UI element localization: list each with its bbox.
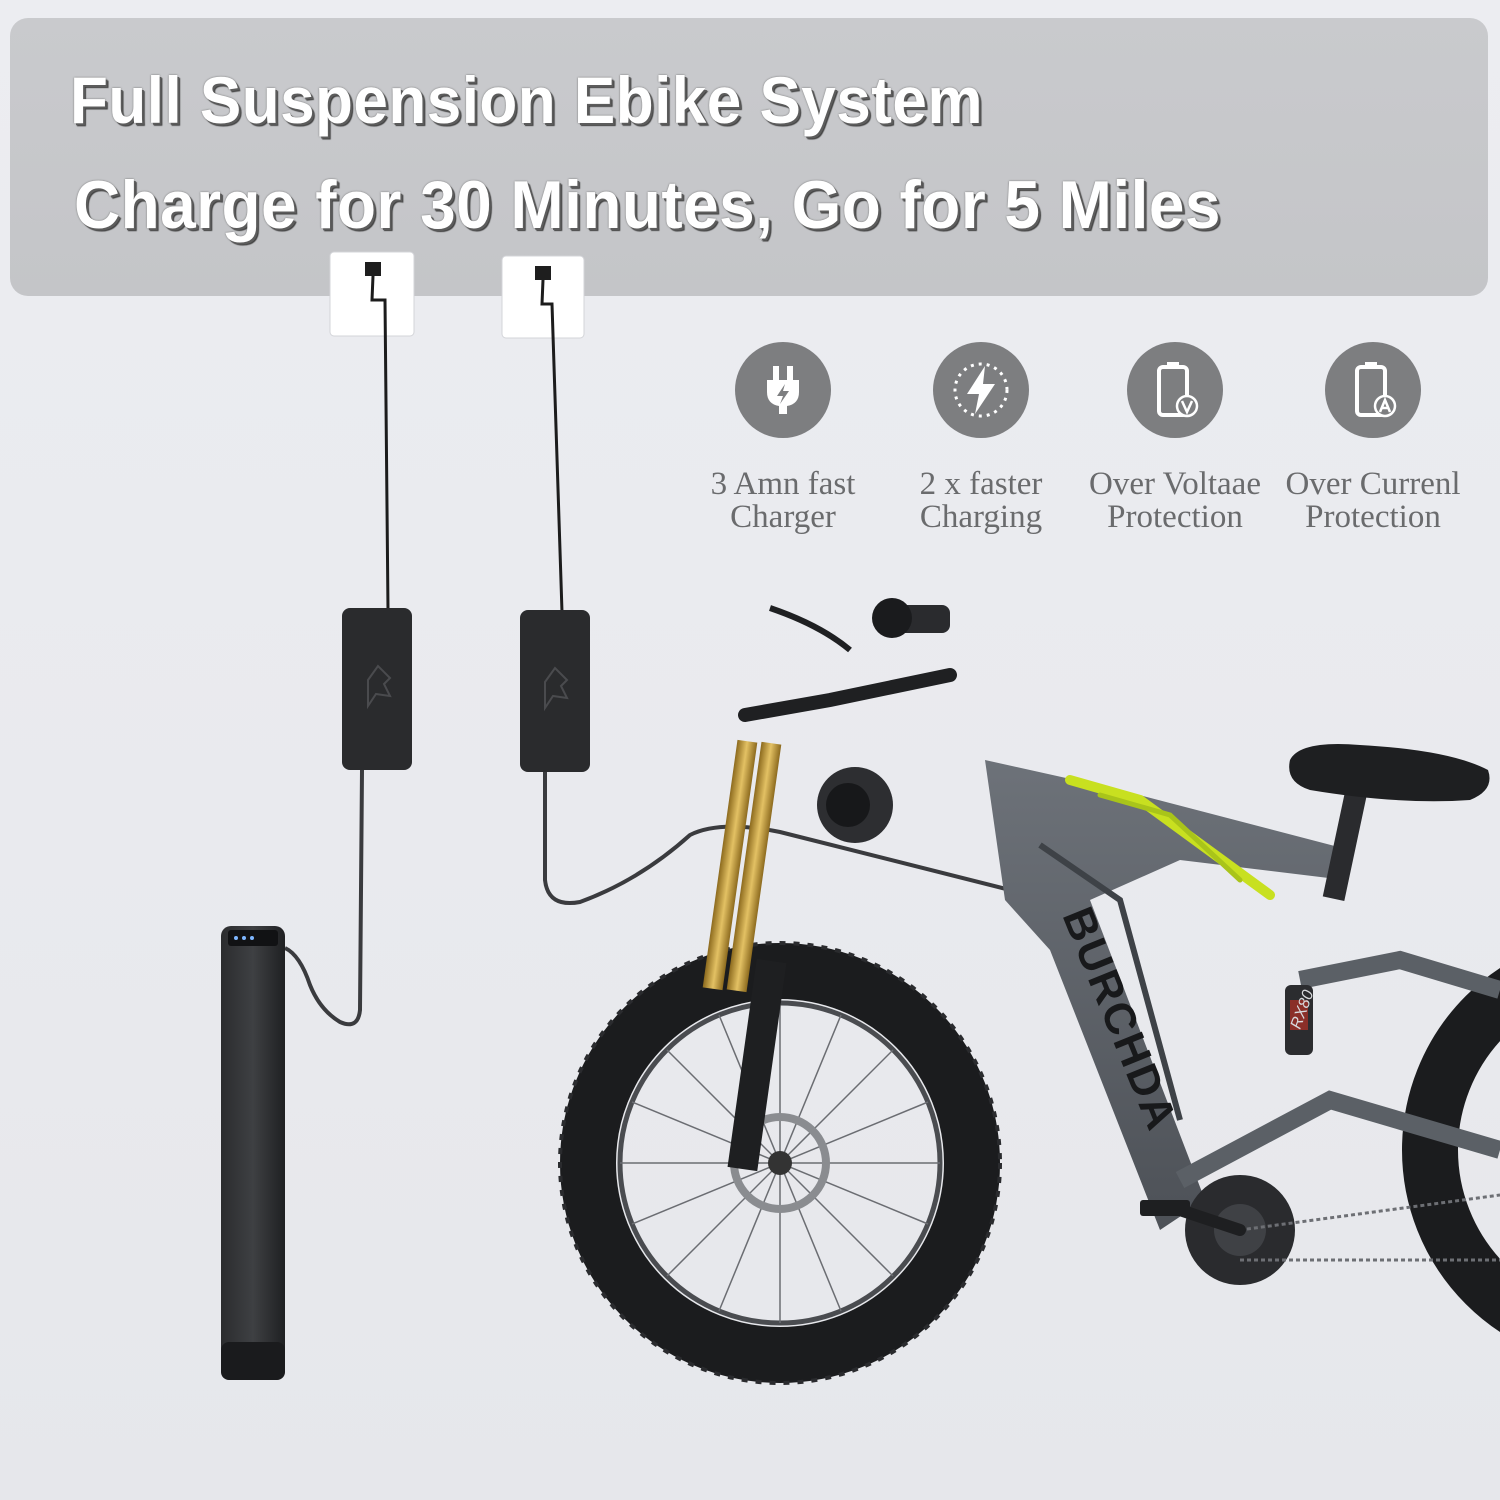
dc-cable-to-battery [284, 769, 364, 1027]
feature-label: Over Currenl Protection [1285, 466, 1461, 535]
plug-icon [735, 342, 831, 438]
battery-current-icon [1325, 342, 1421, 438]
headline-system: Full Suspension Ebike System [70, 63, 983, 137]
front-fork-left [702, 739, 758, 991]
feature-over-voltage: Over Voltaae Protection [1070, 342, 1280, 534]
ac-cord-left [370, 275, 390, 611]
headline-charge-claim: Charge for 30 Minutes, Go for 5 Miles [74, 167, 1221, 243]
front-fork-right [726, 741, 782, 993]
feature-fast-charger: 3 Amn fast Charger [678, 342, 888, 534]
charger-brick-right [520, 610, 590, 772]
battery-pack [221, 926, 285, 1380]
dc-cable-to-bike [543, 772, 1011, 905]
saddle [1289, 744, 1490, 802]
rear-tire [1402, 968, 1500, 1332]
ac-cord-right [540, 279, 564, 613]
bike-frame [985, 760, 1350, 1230]
feature-faster-charging: 2 x faster Charging [876, 342, 1086, 534]
feature-label: Over Voltaae Protection [1089, 466, 1261, 535]
feature-list: 3 Amn fast Charger 2 x faster Charging O… [0, 0, 1500, 600]
feature-label: 3 Amn fast Charger [710, 466, 856, 535]
battery-voltage-icon [1127, 342, 1223, 438]
lightning-charging-icon [933, 342, 1029, 438]
feature-label: 2 x faster Charging [919, 466, 1043, 535]
charger-brick-left [342, 608, 412, 770]
ebike: BURCHDA RX80 [558, 598, 1500, 1385]
feature-over-current: Over Currenl Protection [1268, 342, 1478, 534]
title-banner: Full Suspension Ebike System Charge for … [10, 18, 1488, 296]
